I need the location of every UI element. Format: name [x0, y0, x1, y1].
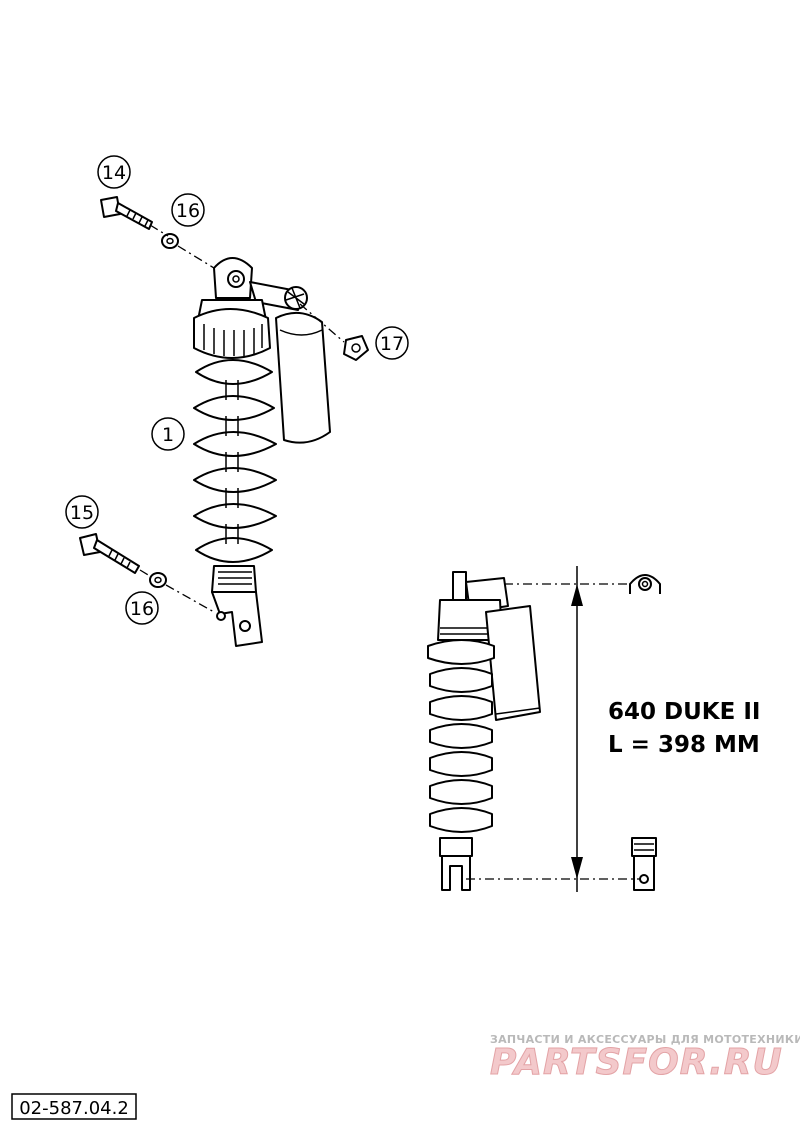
shock-side-view: [427, 571, 541, 891]
callout-1-label: 1: [162, 424, 174, 446]
length-dimension: [466, 566, 640, 892]
ref-box: [11, 1093, 137, 1120]
upper-bolt: [100, 196, 153, 230]
callout-14-circle: [97, 155, 131, 189]
callout-16b-circle: [125, 591, 159, 625]
callout-17-label: 17: [380, 333, 404, 355]
callout-16a-label: 16: [176, 200, 200, 222]
callout-14-label: 14: [102, 162, 126, 184]
watermark-subtitle: ЗАПЧАСТИ И АКСЕССУАРЫ ДЛЯ МОТОТЕХНИКИ: [490, 1033, 800, 1046]
nut: [343, 335, 369, 361]
callout-17-circle: [375, 326, 409, 360]
lower-bolt: [79, 533, 140, 574]
callout-1-circle: [151, 417, 185, 451]
bottom-eye-detail: [631, 837, 657, 891]
watermark-brand: PARTSFOR.RU: [490, 1042, 783, 1083]
upper-washer: [161, 233, 179, 249]
length-label: L = 398 MM: [608, 732, 760, 758]
callout-15-label: 15: [70, 502, 94, 524]
lower-washer: [149, 572, 167, 588]
callout-15-circle: [65, 495, 99, 529]
top-eye-detail: [629, 574, 661, 594]
callout-16b-label: 16: [130, 598, 154, 620]
model-label: 640 DUKE II: [608, 699, 760, 725]
shock-absorber: [193, 257, 331, 647]
callout-16a-circle: [171, 193, 205, 227]
diagram-ref: 02-587.04.2: [19, 1098, 129, 1119]
